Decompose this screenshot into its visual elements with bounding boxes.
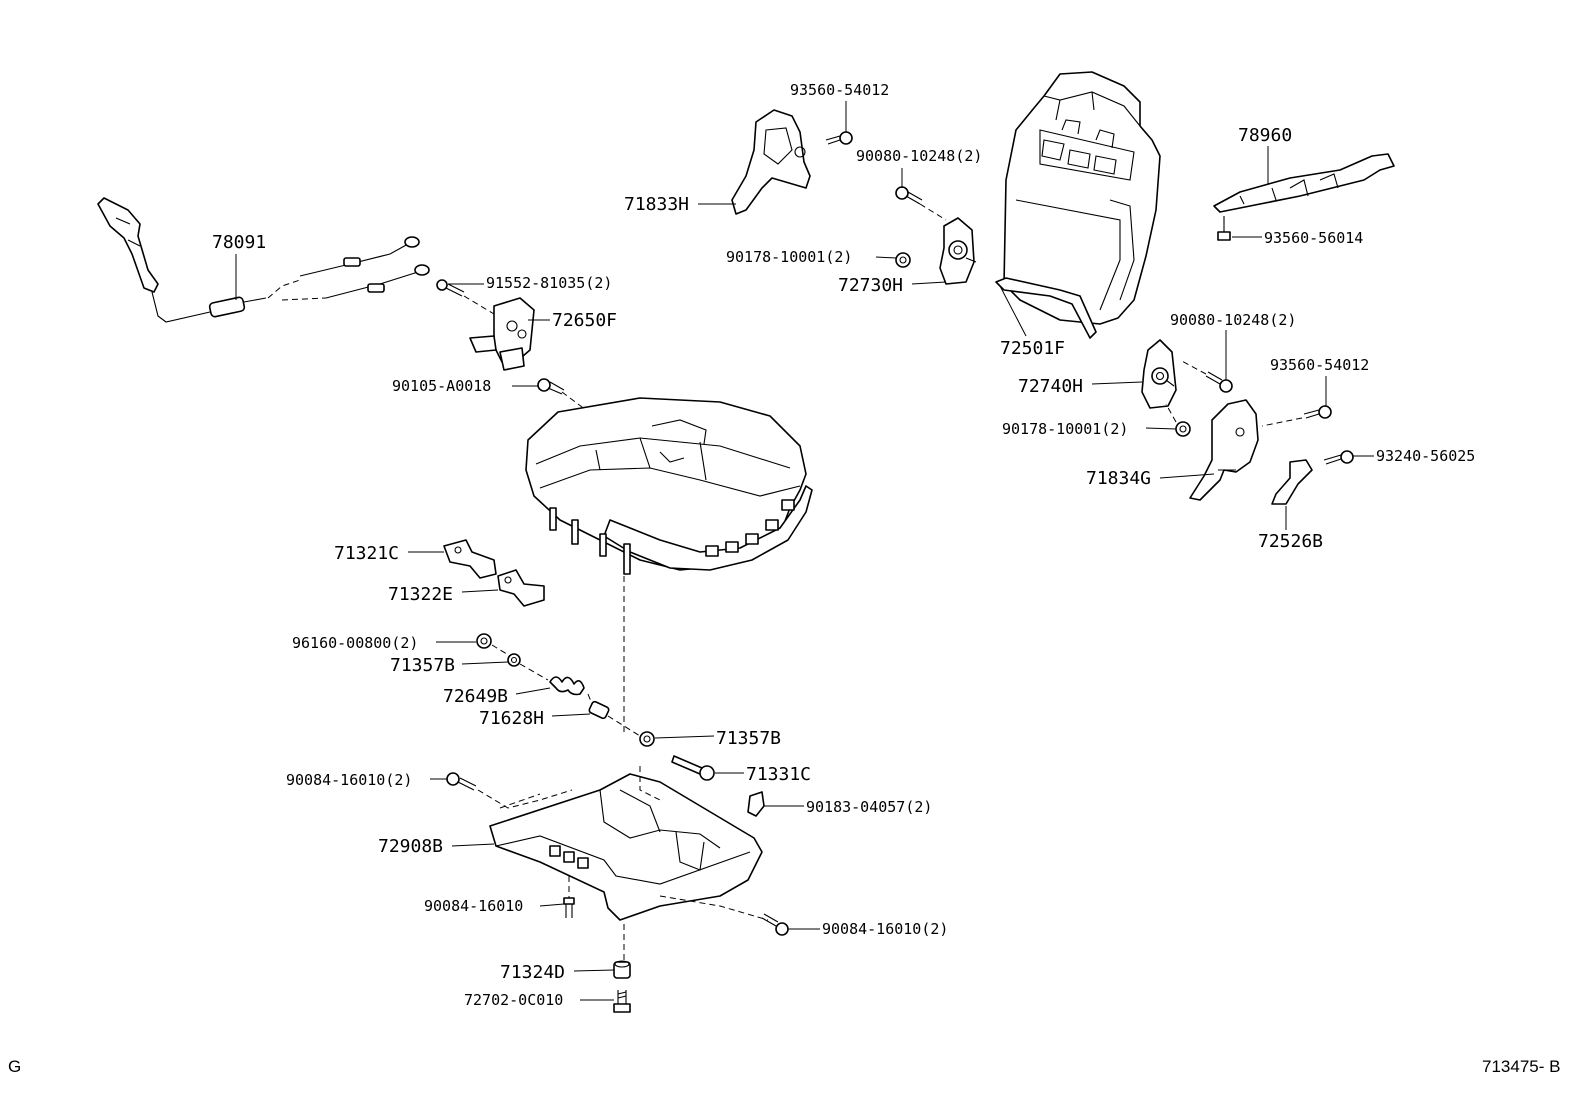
seat-lower-cover [489, 766, 769, 921]
screw-93240 [1323, 450, 1354, 465]
label-72501F: 72501F [1000, 338, 1065, 359]
recliner-72730H [939, 217, 977, 285]
bolt-91552 [436, 279, 465, 297]
seat-back-frame [995, 71, 1161, 339]
recliner-cover-71833H [731, 109, 811, 215]
recliner-72740H [1141, 339, 1177, 409]
label-72908B: 72908B [378, 836, 443, 857]
bolt-90080-top [895, 186, 923, 205]
label-90178-right: 90178-10001(2) [1002, 420, 1128, 438]
bolt-90105 [537, 378, 565, 395]
label-90183: 90183-04057(2) [806, 798, 932, 816]
screw-93560-56014 [1217, 216, 1231, 241]
label-71833H: 71833H [624, 194, 689, 215]
label-91552: 91552-81035(2) [486, 274, 612, 292]
bolt-90084-upper [446, 772, 477, 791]
nut-90178-top [895, 252, 911, 268]
label-72730H: 72730H [838, 275, 903, 296]
label-90084-right: 90084-16010(2) [822, 920, 948, 938]
label-78960: 78960 [1238, 125, 1292, 146]
label-93560-56014: 93560-56014 [1264, 229, 1363, 247]
nut-96160 [476, 633, 492, 649]
label-71321C: 71321C [334, 543, 399, 564]
label-90105: 90105-A0018 [392, 377, 491, 395]
label-90084-upper: 90084-16010(2) [286, 771, 412, 789]
footer-left-code: G [8, 1057, 21, 1076]
label-71331C: 71331C [746, 764, 811, 785]
label-72650F: 72650F [552, 310, 617, 331]
label-71357B-upper: 71357B [390, 655, 455, 676]
label-93560-right: 93560-54012 [1270, 356, 1369, 374]
label-90178-top: 90178-10001(2) [726, 248, 852, 266]
washer-71357B-upper [507, 653, 521, 667]
label-90080-right: 90080-10248(2) [1170, 311, 1296, 329]
recliner-cover-71834G [1189, 399, 1259, 501]
screw-93560-right [1303, 405, 1332, 419]
lever-72526B [1271, 459, 1313, 505]
bracket-71322E [497, 569, 545, 607]
diagram-id: 713475- B [1482, 1057, 1560, 1076]
label-71322E: 71322E [388, 584, 453, 605]
label-72702: 72702-0C010 [464, 991, 563, 1009]
label-72740H: 72740H [1018, 376, 1083, 397]
nut-90178-right [1175, 421, 1191, 437]
spring-72649B [549, 676, 585, 696]
washer-71357B-lower [639, 731, 655, 747]
seat-cushion-frame [525, 397, 813, 575]
label-72526B: 72526B [1258, 531, 1323, 552]
bolt-90080-right [1205, 371, 1233, 393]
stopper-71324D [613, 960, 631, 979]
label-96160: 96160-00800(2) [292, 634, 418, 652]
label-90080-top: 90080-10248(2) [856, 147, 982, 165]
label-71628H: 71628H [479, 708, 544, 729]
collar-71628H [588, 700, 610, 720]
bolt-72702 [613, 990, 631, 1013]
bar-78960 [1213, 153, 1395, 213]
label-93240: 93240-56025 [1376, 447, 1475, 465]
label-71324D: 71324D [500, 962, 565, 983]
label-90084-bottom: 90084-16010 [424, 897, 523, 915]
label-93560-top: 93560-54012 [790, 81, 889, 99]
bracket-72650F [469, 297, 535, 371]
bolt-71331C [671, 755, 715, 781]
clip-90183 [747, 791, 765, 817]
recliner-cable-assembly [97, 197, 430, 323]
bolt-90084-right [761, 913, 789, 936]
screw-93560-top [825, 131, 853, 145]
label-71357B-lower: 71357B [716, 728, 781, 749]
label-78091: 78091 [212, 232, 266, 253]
bracket-71321C [443, 539, 497, 579]
bolt-90084-bottom [563, 876, 575, 918]
label-72649B: 72649B [443, 686, 508, 707]
label-71834G: 71834G [1086, 468, 1151, 489]
